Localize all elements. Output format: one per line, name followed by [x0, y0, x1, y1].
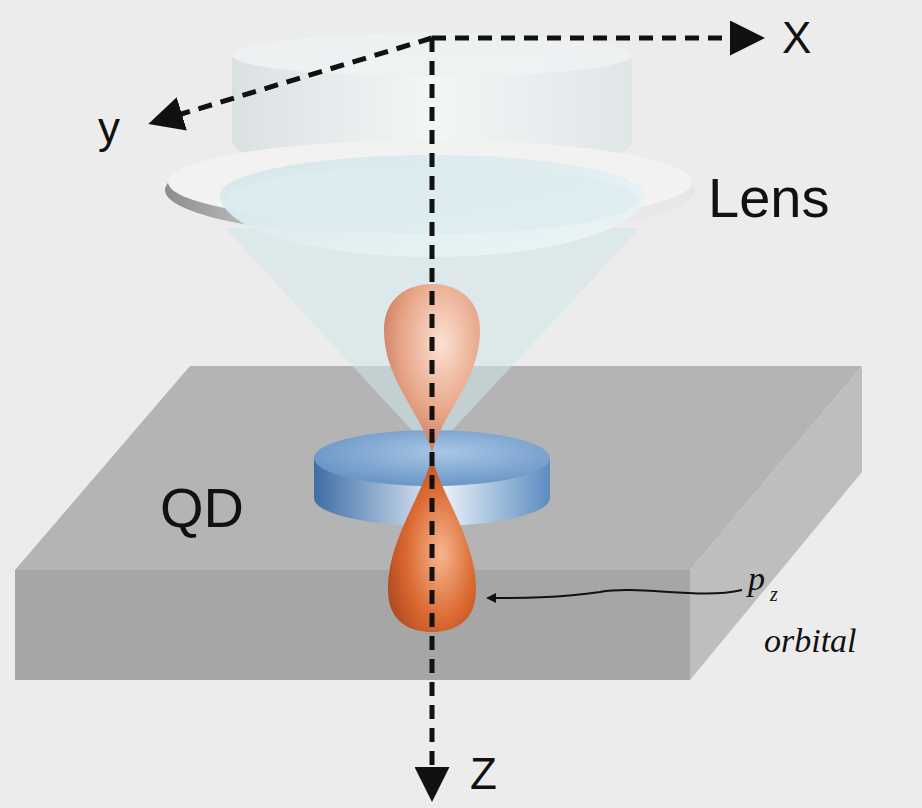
- leader-line: [488, 590, 742, 598]
- orbital-label: orbital: [764, 624, 857, 658]
- substrate-front: [15, 570, 690, 680]
- part-label: QD: [160, 480, 244, 536]
- axis-label: Z: [470, 752, 497, 796]
- orbital-label: p: [748, 562, 765, 596]
- part-label: Lens: [708, 170, 829, 226]
- axis-label: X: [782, 16, 811, 60]
- axis-label: y: [98, 106, 120, 150]
- axes: [155, 38, 758, 795]
- orbital-subscript: z: [770, 584, 778, 604]
- substrate-side: [690, 366, 862, 680]
